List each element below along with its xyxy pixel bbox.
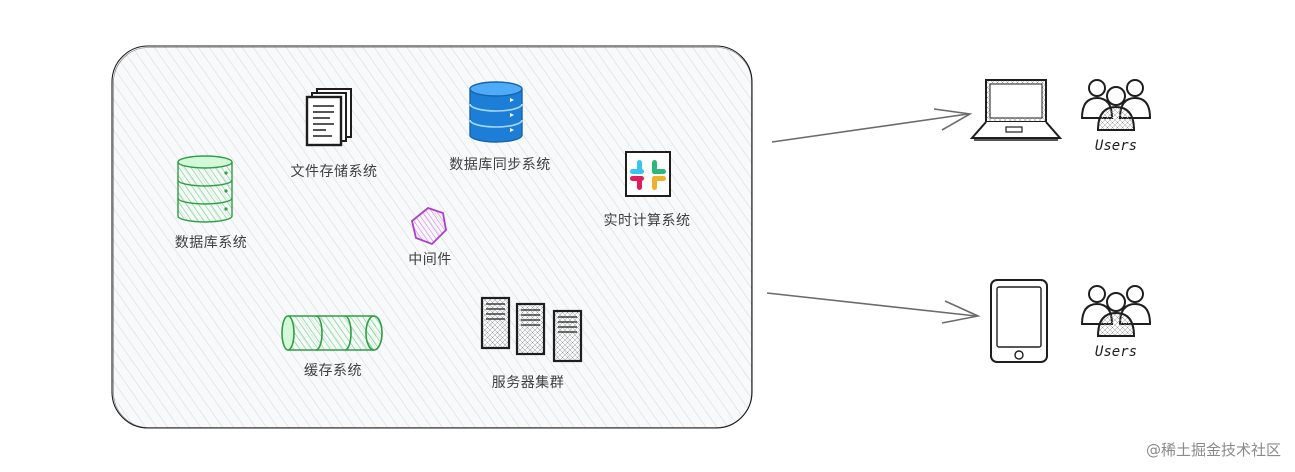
users-group-icon: [1080, 285, 1152, 337]
mobile-phone-icon: [990, 279, 1048, 363]
slack-logo-icon: [625, 151, 671, 197]
desktop-users-label: Users: [1094, 138, 1138, 154]
database-cylinder-icon: [469, 81, 523, 143]
database-cylinder-icon: [177, 155, 233, 223]
document-stack-icon: [305, 88, 352, 147]
server-cluster-label: 服务器集群: [491, 375, 565, 391]
file-storage-label: 文件存储系统: [290, 164, 378, 180]
watermark: @稀土掘金技术社区: [1145, 441, 1281, 459]
server-rack-icon: [480, 296, 583, 363]
laptop-icon: [969, 79, 1063, 141]
users-group-icon: [1080, 79, 1152, 131]
cache-cylinders-icon: [281, 315, 383, 351]
realtime-compute-label: 实时计算系统: [603, 213, 691, 229]
database-system-label: 数据库系统: [174, 235, 248, 251]
cache-system-label: 缓存系统: [304, 363, 362, 379]
hexagon-icon: [410, 206, 447, 246]
mobile-users-label: Users: [1094, 344, 1138, 360]
middleware-label: 中间件: [408, 252, 452, 268]
arrow-to-laptop: [771, 108, 973, 143]
arrow-to-phone: [766, 292, 981, 324]
db-sync-label: 数据库同步系统: [449, 157, 551, 173]
